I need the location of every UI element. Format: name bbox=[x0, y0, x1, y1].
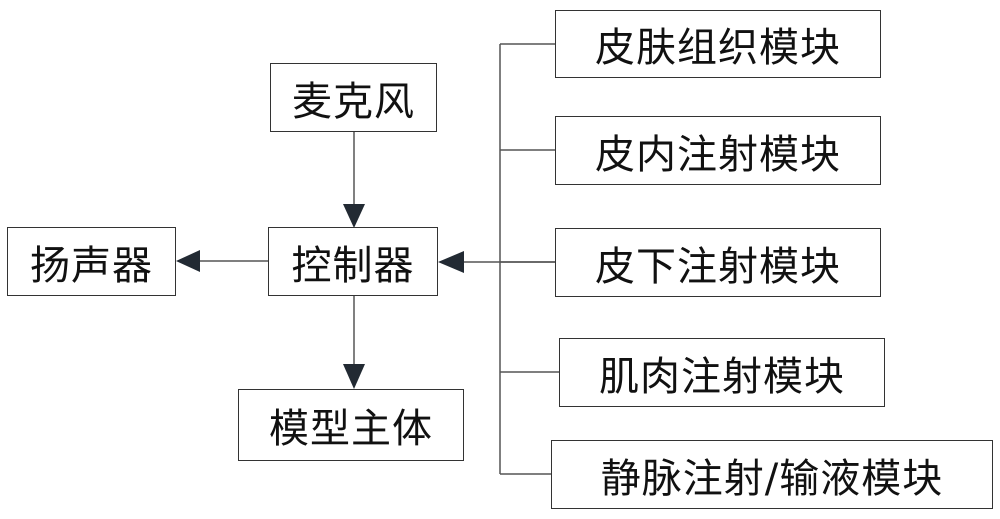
speaker-label: 扬声器 bbox=[30, 242, 153, 289]
module-skin-tissue: 皮肤组织模块 bbox=[555, 10, 881, 78]
speaker-node: 扬声器 bbox=[7, 227, 176, 296]
module-intradermal-injection: 皮内注射模块 bbox=[555, 116, 881, 185]
model-body-node: 模型主体 bbox=[238, 389, 464, 461]
bus-to-controller-arrowhead bbox=[438, 251, 464, 273]
microphone-node: 麦克风 bbox=[270, 63, 437, 132]
module-label: 肌肉注射模块 bbox=[599, 353, 845, 400]
module-label: 静脉注射/输液模块 bbox=[600, 455, 944, 502]
module-label: 皮内注射模块 bbox=[595, 131, 841, 178]
mic-to-controller-arrowhead bbox=[343, 204, 365, 228]
module-subcutaneous-injection: 皮下注射模块 bbox=[555, 228, 881, 297]
module-intravenous-infusion: 静脉注射/输液模块 bbox=[551, 440, 993, 509]
module-label: 皮肤组织模块 bbox=[595, 25, 841, 71]
model-body-label: 模型主体 bbox=[269, 406, 433, 452]
module-intramuscular-injection: 肌肉注射模块 bbox=[559, 338, 885, 407]
controller-label: 控制器 bbox=[291, 242, 415, 289]
controller-node: 控制器 bbox=[268, 227, 438, 296]
module-label: 皮下注射模块 bbox=[595, 243, 841, 290]
controller-to-model-arrowhead bbox=[343, 364, 365, 389]
microphone-label: 麦克风 bbox=[292, 78, 415, 125]
controller-to-speaker-arrowhead bbox=[176, 250, 200, 272]
